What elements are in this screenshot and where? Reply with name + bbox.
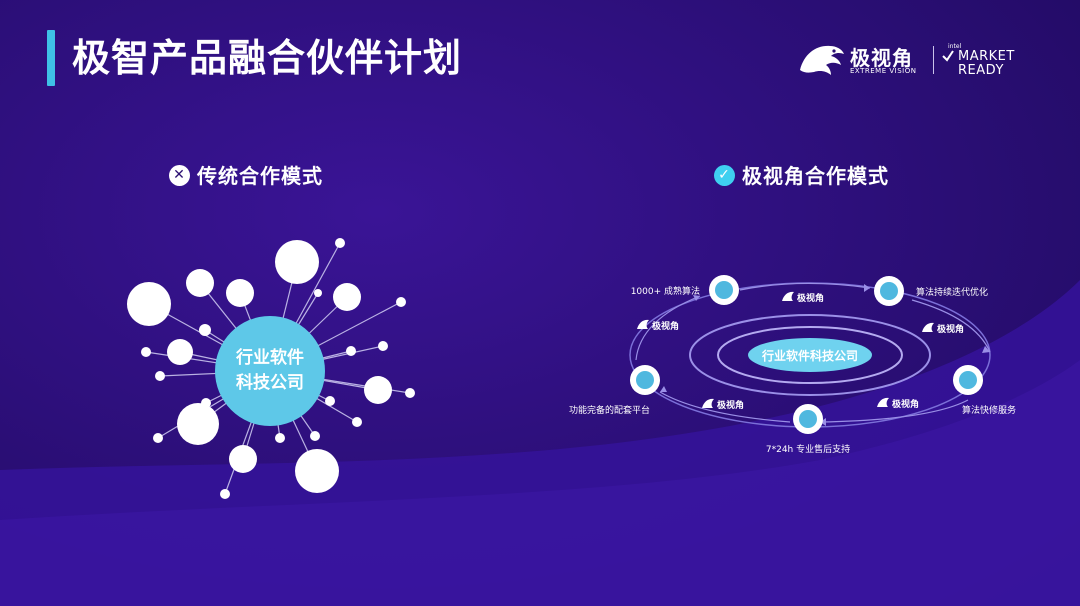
service-label: 算法快修服务 xyxy=(962,404,1016,416)
extreme-vision-mode-label: 极视角合作模式 xyxy=(742,164,889,188)
service-label: 算法持续迭代优化 xyxy=(916,286,988,298)
partner-node xyxy=(275,240,319,284)
partner-node xyxy=(310,431,320,441)
support-icon xyxy=(799,410,817,428)
logo-ready: READY xyxy=(958,63,1004,78)
service-label: 1000+ 成熟算法 xyxy=(631,285,700,297)
partner-node xyxy=(167,339,193,365)
middle-orbit xyxy=(689,314,931,396)
orbit-brand-tag: 极视角 xyxy=(637,319,679,332)
mini-eagle-icon xyxy=(877,397,889,407)
partner-node xyxy=(153,433,163,443)
logo-market: MARKET xyxy=(958,49,1015,64)
partner-node xyxy=(275,433,285,443)
logo-divider xyxy=(933,46,934,74)
partner-node xyxy=(314,289,322,297)
traditional-network: 行业软件 科技公司 xyxy=(127,238,415,499)
partner-node xyxy=(396,297,406,307)
logo-name-en: EXTREME VISION xyxy=(850,67,917,75)
mini-eagle-icon xyxy=(637,319,649,329)
orbit-brand-tag: 极视角 xyxy=(877,397,919,410)
extreme-vision-orbit: 行业软件科技公司 极视角极视角极视角极视角极视角 1000+ 成熟算法算法持续迭… xyxy=(569,275,1016,455)
orbit-arrow-top xyxy=(739,282,871,291)
algorithm-icon xyxy=(715,281,733,299)
check-icon: ✓ xyxy=(714,165,735,186)
orbit-brand-tag-label: 极视角 xyxy=(937,323,964,335)
service-node: 功能完备的配套平台 xyxy=(569,365,660,416)
traditional-mode-label: 传统合作模式 xyxy=(197,164,323,188)
partner-node xyxy=(333,283,361,311)
inner-orbit xyxy=(717,326,903,384)
orbit-brand-tag: 极视角 xyxy=(782,291,824,304)
partner-node xyxy=(220,489,230,499)
traditional-mode-heading: ✕ 传统合作模式 xyxy=(169,162,323,190)
partner-node xyxy=(352,417,362,427)
service-node: 7*24h 专业售后支持 xyxy=(766,404,850,455)
orbit-arrow-right-upper xyxy=(911,299,991,353)
partner-node xyxy=(127,282,171,326)
partner-node xyxy=(405,388,415,398)
eagle-logo-icon xyxy=(800,45,844,75)
orbit-brand-tag-label: 极视角 xyxy=(797,292,824,304)
partner-node xyxy=(364,376,392,404)
mini-eagle-icon xyxy=(782,291,794,301)
company-core xyxy=(748,338,872,372)
orbit-arrow-bottom-left xyxy=(659,391,791,423)
orbit-brand-tag: 极视角 xyxy=(702,398,744,411)
partner-node xyxy=(325,396,335,406)
cross-icon: ✕ xyxy=(169,165,190,186)
service-label: 7*24h 专业售后支持 xyxy=(766,443,850,455)
mini-eagle-icon xyxy=(702,398,714,408)
title-accent-bar xyxy=(47,30,55,86)
partner-node xyxy=(201,398,211,408)
repair-icon xyxy=(959,371,977,389)
partner-node xyxy=(186,269,214,297)
service-node: 算法持续迭代优化 xyxy=(874,276,988,306)
partner-node xyxy=(177,403,219,445)
service-node: 1000+ 成熟算法 xyxy=(631,275,739,305)
orbit-arrow-left xyxy=(635,295,701,361)
iteration-icon xyxy=(880,282,898,300)
partner-node xyxy=(378,341,388,351)
hub-label-line1: 行业软件 xyxy=(235,347,304,368)
partner-node xyxy=(141,347,151,357)
service-node: 算法快修服务 xyxy=(953,365,1016,416)
logo-intel: intel xyxy=(948,43,962,50)
orbit-brand-tag: 极视角 xyxy=(922,322,964,335)
market-ready-check-icon xyxy=(942,50,954,62)
service-label: 功能完备的配套平台 xyxy=(569,404,650,416)
partner-node xyxy=(335,238,345,248)
brand-logo: 极视角 EXTREME VISION intel MARKET READY xyxy=(796,40,1026,80)
hub-label-line2: 科技公司 xyxy=(236,372,304,393)
partner-node xyxy=(295,449,339,493)
partner-node xyxy=(229,445,257,473)
platform-icon xyxy=(636,371,654,389)
orbit-brand-tag-label: 极视角 xyxy=(652,320,679,332)
partner-node xyxy=(199,324,211,336)
orbit-arrow-right-lower xyxy=(819,399,969,423)
partner-node xyxy=(346,346,356,356)
mini-eagle-icon xyxy=(922,322,934,332)
partner-node xyxy=(226,279,254,307)
logo-name-cn: 极视角 xyxy=(850,46,913,70)
company-core-label: 行业软件科技公司 xyxy=(761,348,858,363)
partner-node xyxy=(155,371,165,381)
extreme-vision-mode-heading: ✓ 极视角合作模式 xyxy=(714,162,889,190)
orbit-brand-tag-label: 极视角 xyxy=(892,398,919,410)
orbit-brand-tag-label: 极视角 xyxy=(717,399,744,411)
page-title: 极智产品融合伙伴计划 xyxy=(72,36,463,80)
industry-hub-node xyxy=(215,316,325,426)
